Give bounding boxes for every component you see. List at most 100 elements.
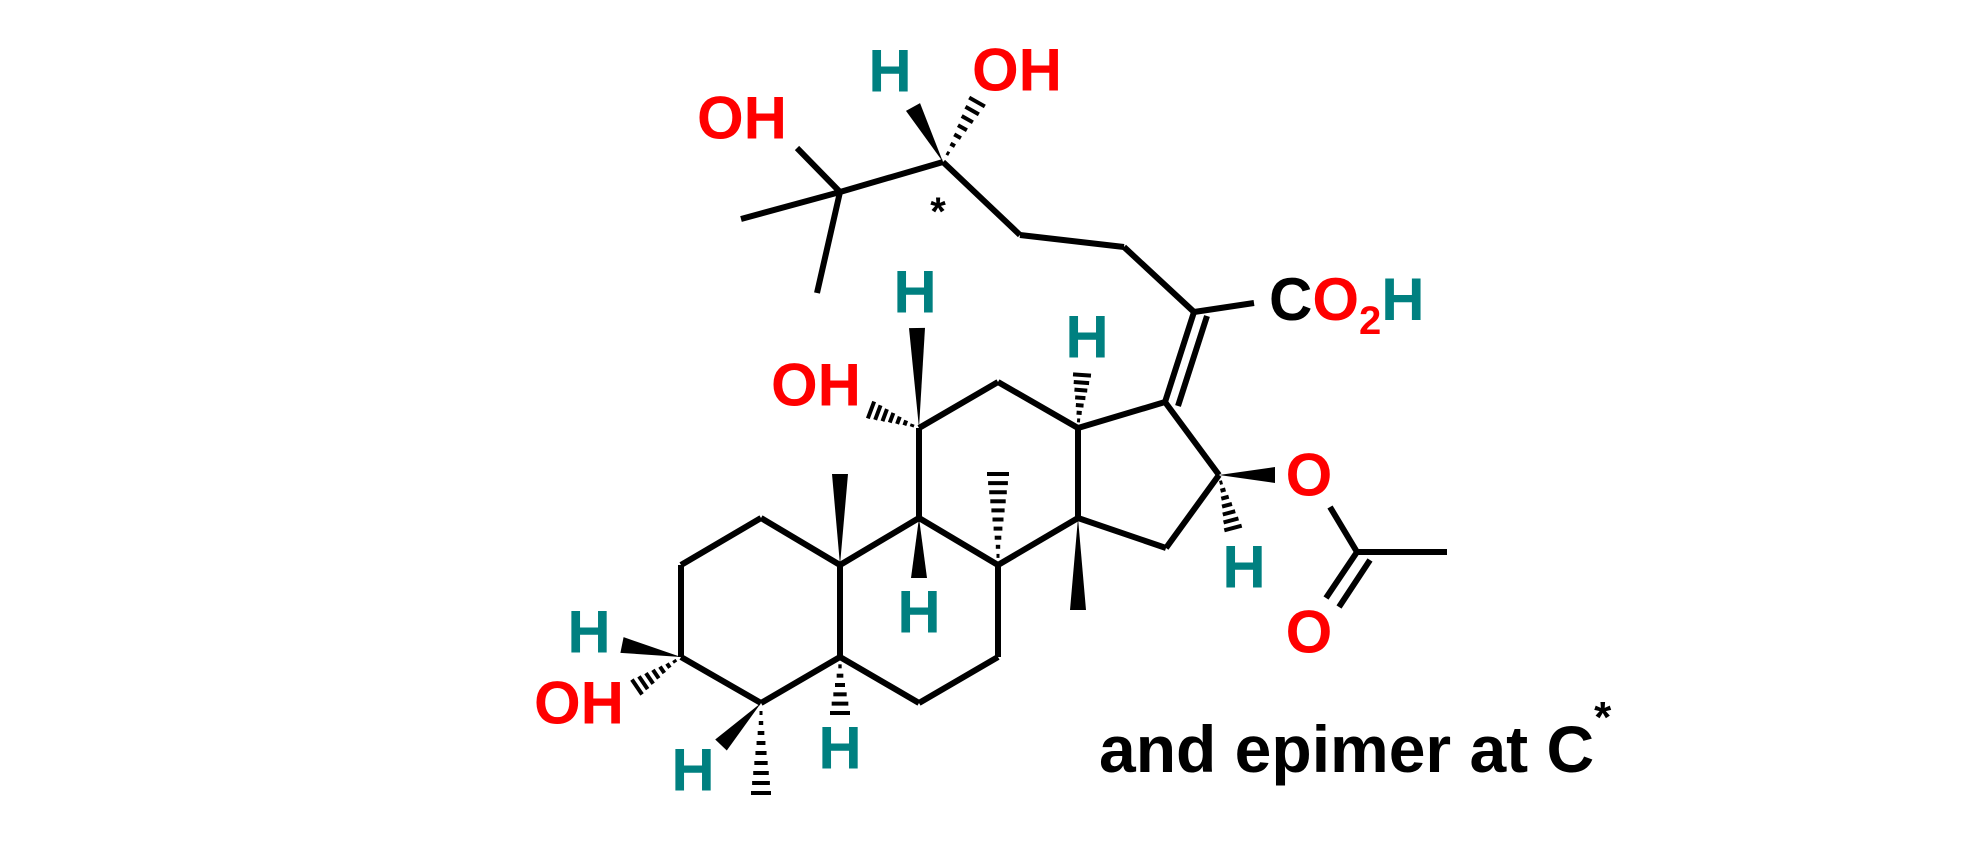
bond-c25-methyl-1 — [740, 189, 841, 222]
hash-stroke — [1075, 403, 1084, 408]
atom-label-oh-c25: OH — [697, 85, 787, 152]
hash-stroke — [909, 423, 915, 428]
caption-superscript: * — [1594, 693, 1612, 742]
bond-c10-c1 — [759, 515, 842, 568]
hash-stroke — [956, 123, 968, 132]
bond-carbonyl-c-o-second-line — [1336, 558, 1373, 609]
wedge-c4-h — [715, 703, 761, 751]
hash-stroke — [651, 668, 661, 680]
stereocenter-asterisk: * — [930, 190, 946, 234]
caption-text: and epimer at C — [1099, 712, 1594, 786]
hash-stroke — [1073, 379, 1090, 386]
bond-c6-c5 — [838, 654, 921, 706]
carboxyl-subscript: 2 — [1359, 299, 1381, 343]
bond-c22-c23 — [1019, 232, 1125, 250]
bond-c20-c22 — [1121, 244, 1197, 315]
bond-carbonyl-c-o — [1323, 550, 1360, 600]
atom-label-h-c24: H — [868, 38, 911, 105]
atom-label-oh-c24: OH — [972, 37, 1062, 104]
bond-c9-c8 — [917, 515, 1000, 568]
hash-stroke — [945, 150, 951, 156]
hash-stroke — [953, 132, 962, 140]
atom-label-h-c5: H — [818, 715, 861, 782]
bond-c24-c25 — [839, 159, 944, 195]
atom-label-oh-c11: OH — [771, 352, 861, 419]
hash-stroke — [873, 404, 883, 421]
bond-c25-oh — [794, 145, 843, 195]
atom-label-h-c11: H — [893, 259, 936, 326]
hash-stroke — [1222, 509, 1236, 517]
hash-stroke — [1219, 480, 1223, 485]
carboxyl-o: O — [1312, 266, 1359, 333]
epimer-caption: and epimer at C* — [1099, 693, 1612, 786]
bond-c17-c16 — [1162, 400, 1222, 477]
hash-stroke — [887, 412, 896, 424]
hash-stroke — [865, 400, 877, 420]
hash-stroke — [637, 675, 650, 691]
bond-c23-c24 — [940, 159, 1023, 238]
hash-stroke — [960, 114, 974, 125]
bond-c3-c4 — [679, 654, 763, 706]
hash-stroke — [1074, 387, 1088, 393]
hash-stroke — [1220, 487, 1226, 493]
wedge-c14-methyl — [1070, 518, 1086, 610]
hash-stroke — [665, 662, 672, 669]
hash-c8-methyl — [987, 472, 1009, 558]
hash-stroke — [895, 415, 902, 425]
wedge-c10-methyl — [832, 474, 848, 565]
hash-stroke — [672, 658, 678, 664]
hash-c3-oh — [630, 658, 678, 696]
hash-stroke — [968, 95, 986, 109]
hash-stroke — [964, 105, 980, 117]
carboxylic-acid-label: CO2H — [1269, 266, 1425, 343]
hash-stroke — [658, 665, 666, 675]
hash-c24-oh — [945, 95, 986, 156]
bond-c13-c17 — [1077, 399, 1166, 431]
bonds — [678, 145, 1447, 706]
bond-c17-c20 — [1162, 311, 1197, 403]
carboxyl-h: H — [1381, 266, 1424, 333]
hash-stroke — [644, 671, 655, 685]
atom-label-h-c3: H — [567, 599, 610, 666]
hash-stroke — [630, 678, 644, 696]
hash-stroke — [1075, 395, 1086, 401]
bond-c4-c5 — [759, 654, 842, 706]
double-bond-c17-c20-second-line — [1175, 315, 1210, 407]
hash-c5-h — [830, 664, 850, 715]
bond-c7-c6 — [917, 654, 1000, 706]
bond-c16-c15 — [1163, 473, 1222, 550]
hash-stroke — [1220, 494, 1230, 501]
carboxyl-c: C — [1269, 266, 1312, 333]
atom-label-h-c9: H — [897, 579, 940, 646]
hash-c13-h — [1072, 372, 1092, 423]
bond-c10-c9 — [838, 515, 921, 568]
wedge-c24-h — [905, 103, 943, 162]
atom-label-o-carbonyl: O — [1286, 599, 1333, 666]
atom-label-o-ester: O — [1286, 442, 1333, 509]
atom-label-oh-c3: OH — [534, 670, 624, 737]
hash-stroke — [1221, 502, 1233, 509]
hash-c16-h — [1219, 480, 1243, 533]
atom-label-h-c13: H — [1065, 304, 1108, 371]
bond-c11-c12 — [917, 379, 1000, 431]
bond-c14-c8 — [996, 515, 1080, 568]
atom-label-h-c4: H — [671, 737, 714, 804]
bond-c20-cooh — [1193, 300, 1255, 315]
hash-stroke — [1223, 516, 1239, 525]
wedge-c11-h — [909, 327, 925, 428]
hash-stroke — [902, 419, 909, 426]
bond-c12-c13 — [996, 379, 1080, 431]
hash-stroke — [1072, 372, 1092, 378]
wedge-c9-h — [911, 518, 927, 578]
hash-c4-methyl — [751, 711, 771, 795]
bond-oester-carbonyl-c — [1327, 505, 1360, 554]
bond-c25-methyl-2 — [814, 191, 843, 294]
stereo-bonds — [620, 95, 1275, 795]
bond-c15-c14 — [1077, 515, 1167, 551]
bond-c1-c2 — [679, 515, 763, 568]
atom-label-h-c16: H — [1222, 534, 1265, 601]
wedge-c16-oac — [1219, 467, 1275, 483]
hash-c11-oh — [865, 400, 915, 428]
wedge-c3-h — [620, 637, 681, 657]
